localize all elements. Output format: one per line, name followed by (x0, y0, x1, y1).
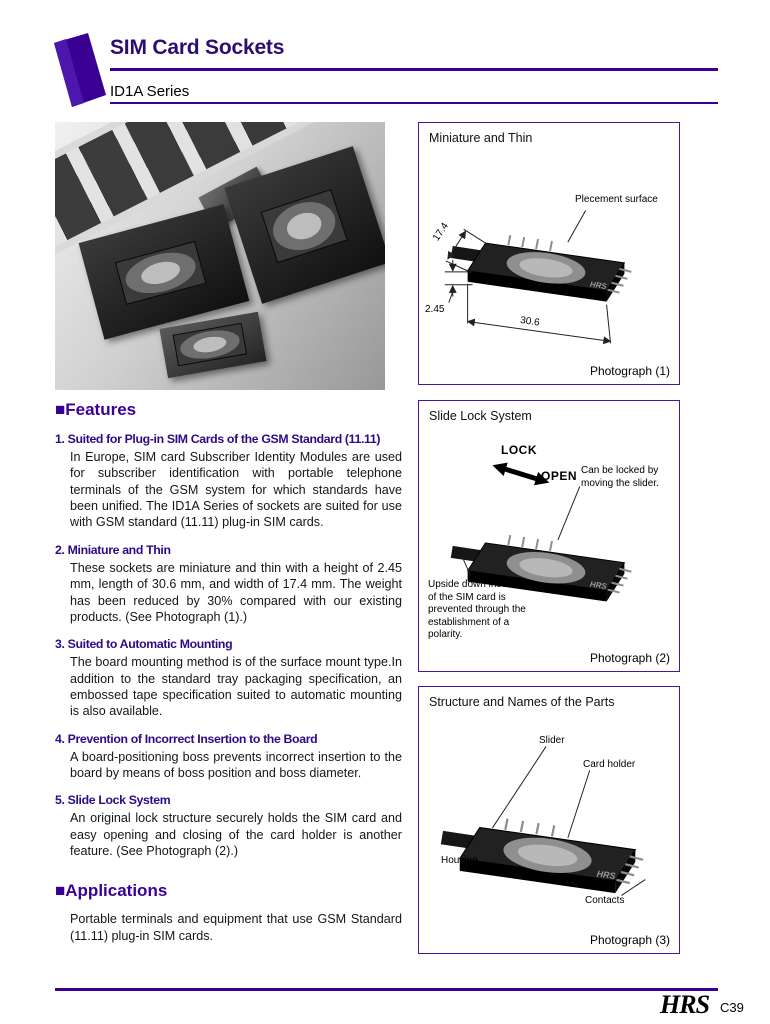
panel3-caption: Photograph (3) (589, 933, 670, 947)
series-rule (110, 102, 718, 104)
applications-heading: ■Applications (55, 881, 168, 901)
series-name: ID1A Series (110, 83, 190, 100)
feature-title-5: 5. Slide Lock System (55, 793, 171, 808)
panel-structure-and-names: Structure and Names of the Parts Slider … (418, 686, 680, 954)
lock-label: LOCK (501, 443, 537, 457)
contacts-part-label: Contacts (585, 895, 625, 906)
feature-item: 5. Slide Lock System An original lock st… (55, 793, 402, 859)
applications-body: Portable terminals and equipment that us… (70, 912, 402, 943)
lock-open-arrow-icon (492, 462, 550, 486)
panel-miniature-and-thin: Miniature and Thin Plecement surface 17.… (418, 122, 680, 385)
leader-lines (462, 486, 581, 576)
title-rule (110, 68, 718, 71)
pcb-board (159, 311, 267, 379)
dim-length-label: 30.6 (519, 315, 541, 329)
panel-slide-lock-system: Slide Lock System LOCK OPEN Can be locke… (418, 400, 680, 672)
panel1-title: Miniature and Thin (429, 131, 533, 145)
leader-lines (464, 746, 646, 896)
feature-item: 4. Prevention of Incorrect Insertion to … (55, 732, 402, 782)
page-title: SIM Card Sockets (110, 36, 285, 59)
sim-socket (114, 241, 206, 305)
series-logo-mark (54, 33, 106, 107)
feature-body-2: These sockets are miniature and thin wit… (70, 560, 402, 624)
sim-socket (260, 189, 348, 264)
feature-title-3: 3. Suited to Automatic Mounting (55, 637, 233, 652)
features-section: ■Features 1. Suited for Plug-in SIM Card… (55, 400, 402, 944)
slider-note: Can be locked by moving the slider. (581, 465, 659, 489)
feature-body-4: A board-positioning boss prevents incorr… (70, 749, 402, 781)
open-label: OPEN (541, 469, 578, 483)
placement-surface-label: Plecement surface (575, 194, 658, 205)
socket-dimension-illustration (444, 210, 633, 345)
slider-part-label: Slider (539, 735, 565, 746)
page-number: C39 (720, 1000, 744, 1015)
dimension-lines (444, 210, 612, 345)
feature-body-5: An original lock structure securely hold… (70, 811, 402, 859)
feature-title-1: 1. Suited for Plug-in SIM Cards of the G… (55, 432, 381, 446)
feature-body-3: The board mounting method is of the surf… (70, 655, 402, 719)
dim-height-label: 2.45 (425, 304, 445, 315)
feature-body-1: In Europe, SIM card Subscriber Identity … (70, 450, 402, 530)
feature-title-2: 2. Miniature and Thin (55, 542, 171, 557)
polarity-note: Upside down insertion of the SIM card is… (428, 579, 527, 640)
panel2-caption: Photograph (2) (589, 651, 670, 665)
slide-lock-illustration (449, 462, 633, 603)
features-heading: ■Features (55, 400, 137, 419)
feature-item: 2. Miniature and Thin These sockets are … (55, 543, 402, 625)
feature-item: 3. Suited to Automatic Mounting The boar… (55, 637, 402, 719)
card-holder-part-label: Card holder (583, 759, 636, 770)
panel3-title: Structure and Names of the Parts (429, 695, 615, 709)
panel2-title: Slide Lock System (429, 409, 532, 423)
hrs-logo: HRS (660, 990, 710, 1019)
footer-rule (55, 988, 718, 991)
feature-title-4: 4. Prevention of Incorrect Insertion to … (55, 731, 318, 746)
parts-structure-illustration (439, 746, 646, 896)
housing-part-label: Housing (441, 855, 478, 866)
sim-socket (172, 322, 248, 367)
panel1-caption: Photograph (1) (589, 364, 670, 378)
feature-item: 1. Suited for Plug-in SIM Cards of the G… (55, 432, 402, 531)
product-photo (55, 122, 385, 390)
